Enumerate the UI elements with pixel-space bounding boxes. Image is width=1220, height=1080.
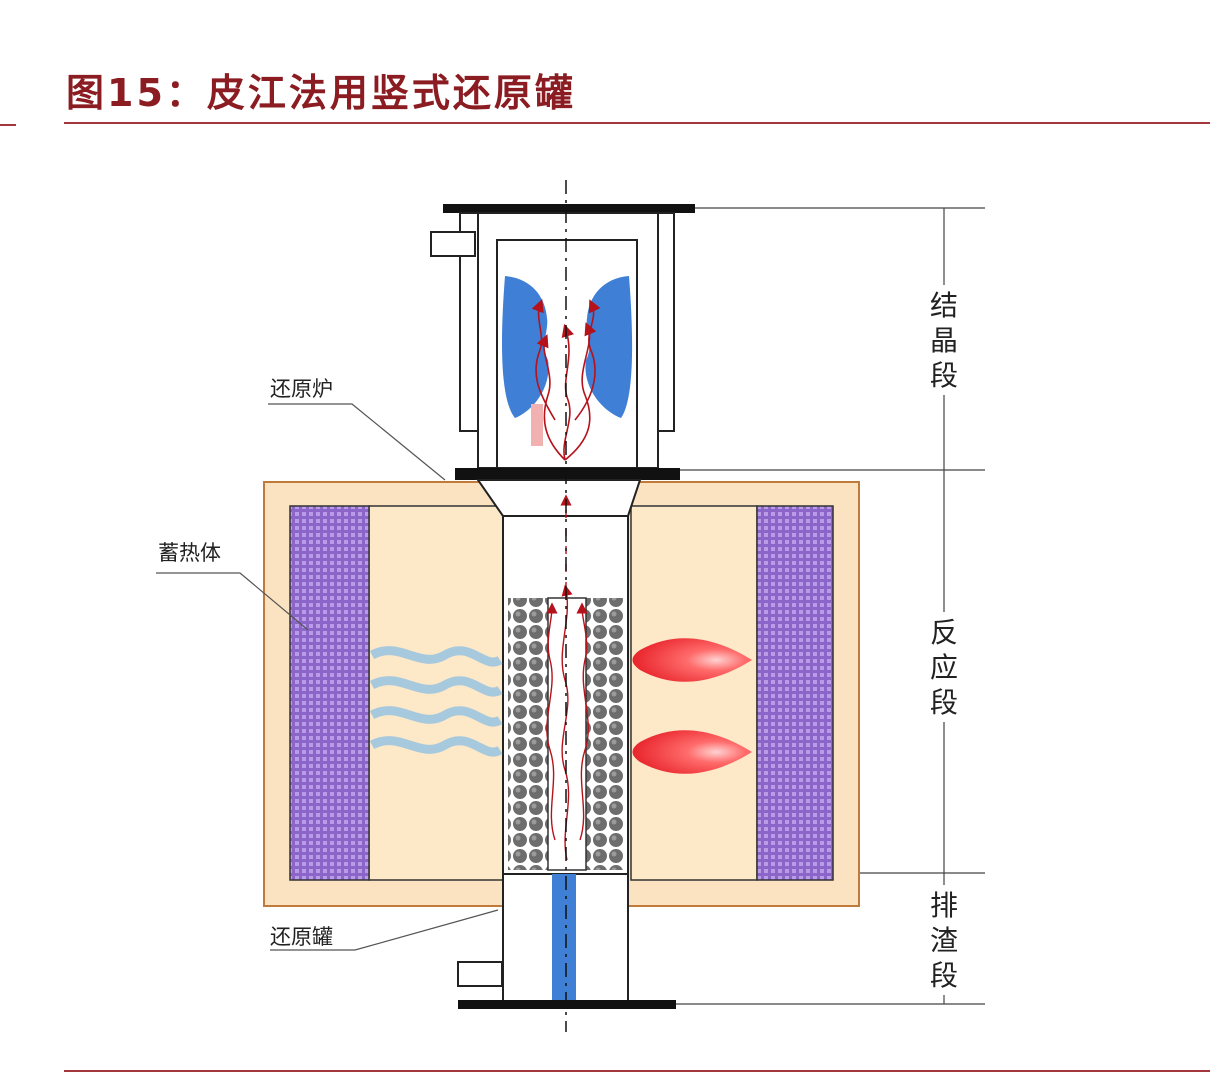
section-label-reaction-1: 反 (930, 616, 958, 649)
middle-flange (455, 468, 680, 480)
top-rule-left (0, 124, 16, 126)
crystallizer-wall-left (459, 212, 479, 432)
funnel (476, 479, 642, 517)
vapour-marker (531, 404, 543, 446)
side-port-bottom (457, 961, 503, 987)
central-channel (547, 597, 587, 871)
regenerator-left (289, 505, 370, 881)
label-regenerator: 蓄热体 (158, 541, 221, 565)
leader-lines (156, 403, 499, 951)
label-retort: 还原罐 (270, 925, 333, 949)
top-rule (64, 122, 1210, 124)
section-label-slag-2: 渣 (930, 924, 958, 957)
slag-core (552, 874, 576, 1002)
top-flange (443, 204, 695, 213)
crystallizer-section (430, 204, 695, 469)
bottom-flange (458, 1000, 676, 1009)
section-label-reaction-3: 段 (930, 686, 958, 719)
flame-lower (632, 730, 752, 774)
section-label-crystallization-3: 段 (930, 359, 958, 392)
figure-title: 图15：皮江法用竖式还原罐 (66, 71, 576, 115)
dimension-lines (676, 207, 985, 1005)
side-port-top (430, 231, 476, 257)
section-label-slag-3: 段 (930, 959, 958, 992)
section-label-crystallization-1: 结 (930, 289, 958, 322)
section-label-slag-1: 排 (930, 889, 958, 922)
section-label-crystallization-2: 晶 (930, 324, 958, 357)
regenerator-right (756, 505, 834, 881)
heat-waves (369, 646, 503, 757)
section-label-reaction-2: 应 (930, 651, 958, 684)
label-furnace: 还原炉 (270, 377, 333, 401)
flame-upper (632, 638, 752, 682)
bottom-rule (64, 1070, 1210, 1072)
right-chamber (630, 505, 758, 881)
furnace-section (263, 468, 860, 907)
crystallizer-wall-right (657, 212, 675, 432)
